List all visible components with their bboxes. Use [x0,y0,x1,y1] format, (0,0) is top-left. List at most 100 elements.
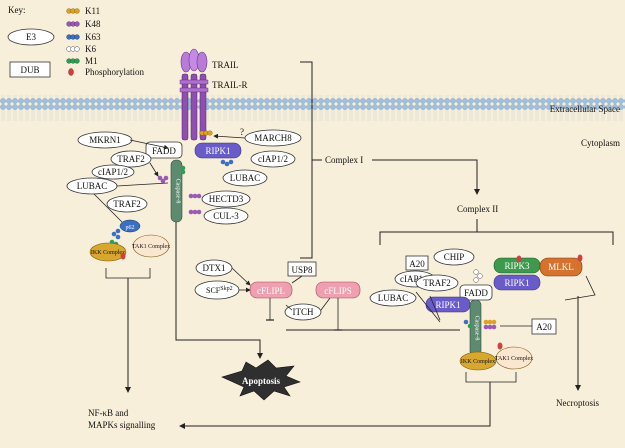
phospho-ripk3 [516,255,522,263]
question-mark: ? [240,127,244,137]
traf2-complex1-label: TRAF2 [117,154,145,164]
a20-right [531,318,557,335]
ikk-complex2 [459,351,497,371]
nfkb-label-line2: MAPKs signalling [88,420,156,430]
fadd-complex2-label: FADD [464,288,488,298]
e3-legend-shape [7,28,55,46]
necroptosis-label: Necroptosis [556,398,599,408]
ripk1-complex2-left-label: RIPK1 [435,300,460,310]
ciap-right-label: cIAP1/2 [258,154,288,164]
cul3 [203,207,249,225]
legend-k6-label: K6 [85,44,96,54]
scf-sup-text: Skp2 [220,286,232,292]
tak1-complex1 [132,234,170,258]
tak1-complex1-label: TAK1 Complex [132,244,170,250]
phospho-ikk2 [497,342,503,350]
itch [284,303,322,321]
hectd3 [201,190,251,208]
usp8-label: USP8 [291,265,313,275]
trail-receptor [179,73,209,141]
legend-k48: K48 [66,19,101,29]
complex1-bracket [300,61,313,259]
ub-chain-k6-complex2 [473,269,483,283]
ciap-complex2-label: cIAP1/2 [400,274,430,284]
cflips-label: cFLIPS [324,286,352,296]
legend-k48-label: K48 [85,19,101,29]
tak1-complex2-label: TAK1 Complex [495,356,533,362]
mlkl [539,257,583,277]
apoptosis-label: Apoptosis [242,376,281,386]
ripk1-complex2-right [493,274,541,291]
traf2-complex2 [415,274,459,292]
legend-k11: K11 [66,6,100,16]
traf2-lower [106,195,148,213]
mkrn1 [77,131,133,149]
legend: Key: E3 DUB K11 K48 K63 K6 M1 Phosphoryl… [7,5,145,78]
legend-phospho-label: Phosphorylation [85,67,145,77]
legend-m1: M1 [66,56,98,66]
march8-label: MARCH8 [254,133,292,143]
caspase8-complex1-label: Caspase-8 [175,179,181,204]
caspase8-complex2-label: Caspase-8 [474,316,480,341]
trail-r-label: TRAIL-R [212,80,248,90]
traf2-lower-label: TRAF2 [113,199,141,209]
fadd-complex1-label: FADD [152,146,176,156]
phospho-mlkl [577,254,583,262]
ub-chain-complex2-caspase [463,319,497,330]
dtx1-label: DTX1 [203,263,226,273]
mkrn1-label: MKRN1 [89,135,121,145]
ub-chain-k11-receptor [199,130,213,136]
e3-legend-label: E3 [26,32,36,42]
traf2-complex1 [110,150,152,168]
fadd-complex1 [145,141,183,159]
ripk1-complex1-label: RIPK1 [205,146,230,156]
cflipl-label: cFLIPL [257,286,285,296]
scf-label: SCFSkp2 [206,286,233,295]
legend-k11-label: K11 [85,6,100,16]
a20-top [405,255,429,271]
scf-text: SCF [206,286,221,295]
apoptosis-burst [221,359,301,401]
trail-ligand [180,48,208,73]
legend-k63: K63 [66,32,101,42]
lubac-right-label: LUBAC [230,173,261,183]
lubac-complex2-label: LUBAC [378,293,409,303]
extracellular-label: Extracellular Space [550,104,620,114]
complex2-bracket [379,231,614,245]
p62-label: p62 [126,225,135,231]
traf2-complex2-label: TRAF2 [423,278,451,288]
ub-chain-k63-ripk1 [220,159,234,167]
ciap-left [91,164,135,180]
itch-label: ITCH [293,307,314,317]
ripk1-complex1 [194,142,242,159]
trail-label: TRAIL [212,60,239,70]
lubac-left-label: LUBAC [77,181,108,191]
ripk3-label: RIPK3 [504,261,530,271]
dub-legend-shape [9,61,51,78]
hectd3-label: HECTD3 [209,194,244,204]
ikk-complex1 [89,242,127,262]
chip-label: CHIP [444,252,465,262]
mlkl-label: MLKL [548,262,574,272]
ub-chain-k48-caspase [157,175,202,215]
p62 [119,219,141,233]
lubac-complex2 [369,289,417,307]
ikk-complex1-label: IKK Complex [91,250,125,256]
a20-top-label: A20 [409,259,425,269]
ciap-left-label: cIAP1/2 [98,167,128,177]
phospho-ikk [120,252,126,260]
legend-k6: K6 [66,44,96,54]
chip [433,248,475,266]
complex1-apoptosis-arrow [175,222,263,359]
dub-legend-label: DUB [20,65,39,75]
legend-k63-label: K63 [85,32,101,42]
a20-right-label: A20 [536,322,552,332]
legend-title: Key: [8,5,26,15]
ciap-right [250,150,296,168]
ripk1-complex2-right-label: RIPK1 [504,278,529,288]
complex1-to-complex2-arrow [372,159,480,195]
ub-chain-m1-caspase [180,165,186,175]
lubac-right [222,169,268,187]
complex2-to-nfkb-arrow [179,382,491,429]
